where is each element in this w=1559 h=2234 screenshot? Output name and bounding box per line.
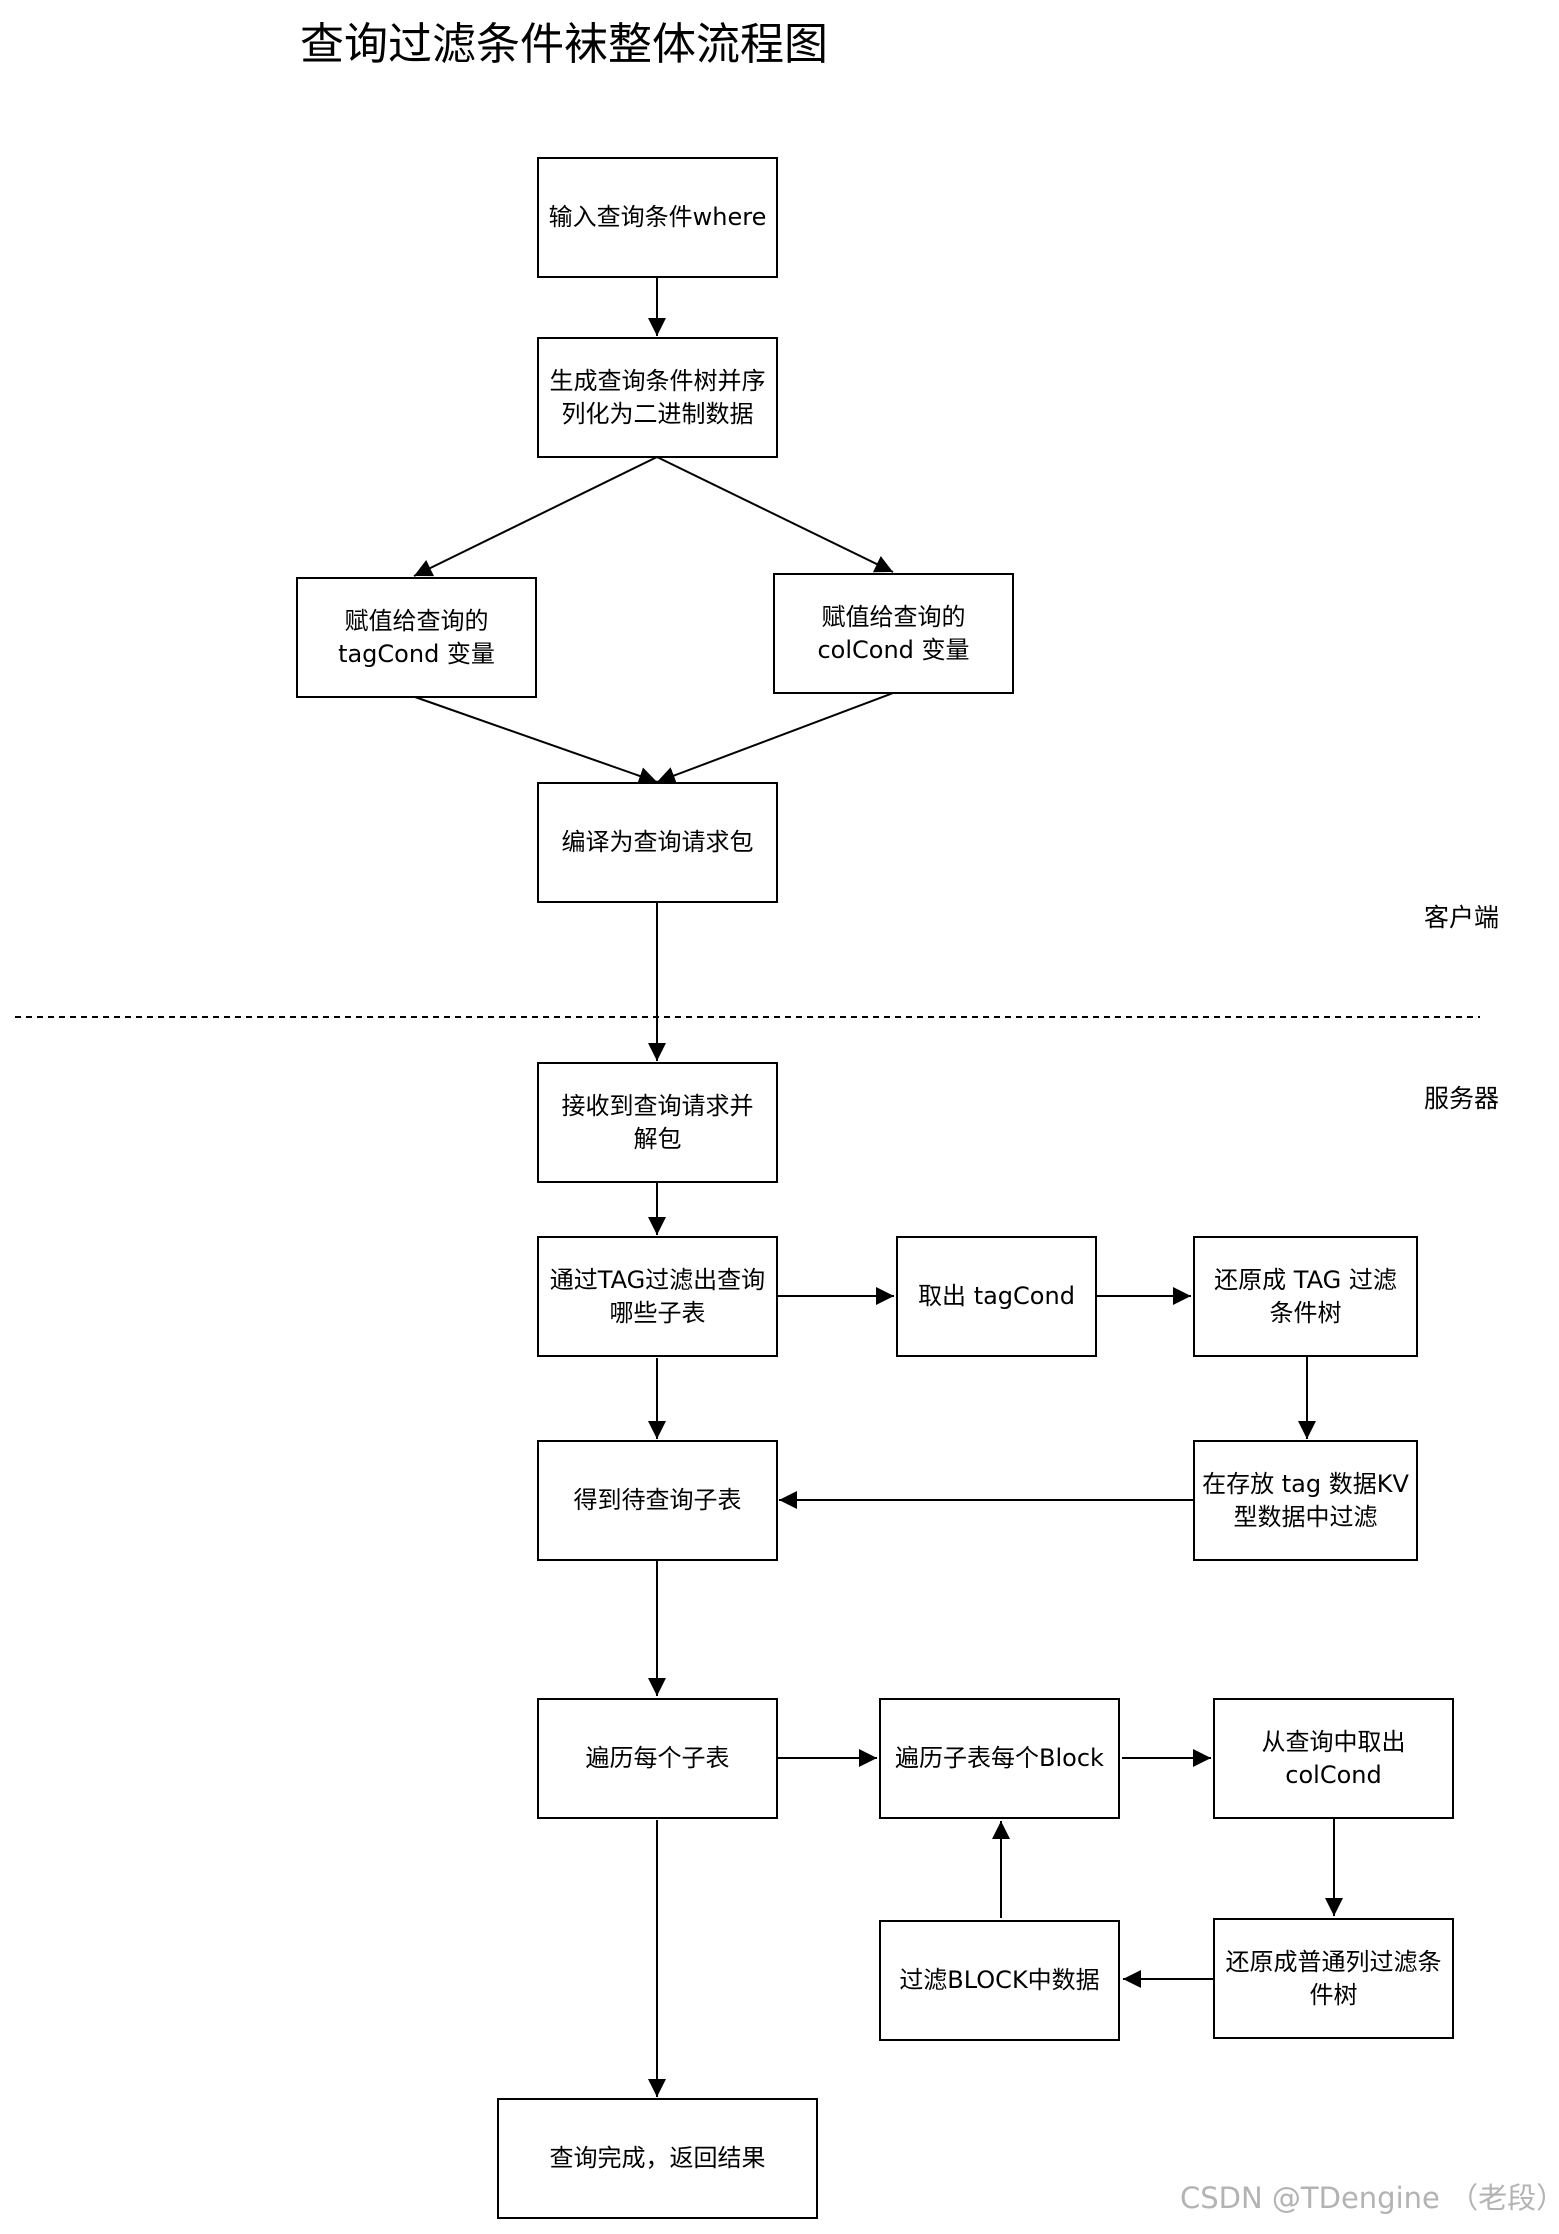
node-filter-block-data: 过滤BLOCK中数据 (879, 1920, 1120, 2041)
arrow-gen-to-tag (413, 456, 658, 577)
node-get-subtables: 得到待查询子表 (537, 1440, 778, 1561)
arrow-gen-to-col (656, 456, 894, 573)
node-take-colcond: 从查询中取出 colCond (1213, 1698, 1454, 1819)
node-input-where: 输入查询条件where (537, 157, 778, 278)
arrow-tag-to-compile (414, 696, 658, 785)
node-query-done: 查询完成，返回结果 (497, 2098, 818, 2219)
node-generate-tree: 生成查询条件树并序 列化为二进制数据 (537, 337, 778, 458)
node-restore-col-tree: 还原成普通列过滤条 件树 (1213, 1918, 1454, 2039)
node-tag-filter-subtables: 通过TAG过滤出查询 哪些子表 (537, 1236, 778, 1357)
client-zone-label: 客户端 (1424, 903, 1500, 932)
node-kv-filter: 在存放 tag 数据KV 型数据中过滤 (1193, 1440, 1418, 1561)
node-iterate-blocks: 遍历子表每个Block (879, 1698, 1120, 1819)
node-restore-tag-tree: 还原成 TAG 过滤 条件树 (1193, 1236, 1418, 1357)
watermark: CSDN @TDengine （老段） (1180, 2181, 1559, 2215)
node-assign-tagcond: 赋值给查询的 tagCond 变量 (296, 577, 537, 698)
node-compile-request: 编译为查询请求包 (537, 782, 778, 903)
diagram-title: 查询过滤条件袜整体流程图 (300, 19, 828, 70)
node-take-tagcond: 取出 tagCond (896, 1236, 1097, 1357)
node-iterate-subtables: 遍历每个子表 (537, 1698, 778, 1819)
arrow-col-to-compile (656, 692, 894, 785)
node-assign-colcond: 赋值给查询的 colCond 变量 (773, 573, 1014, 694)
node-receive-request: 接收到查询请求并 解包 (537, 1062, 778, 1183)
server-zone-label: 服务器 (1424, 1084, 1500, 1113)
